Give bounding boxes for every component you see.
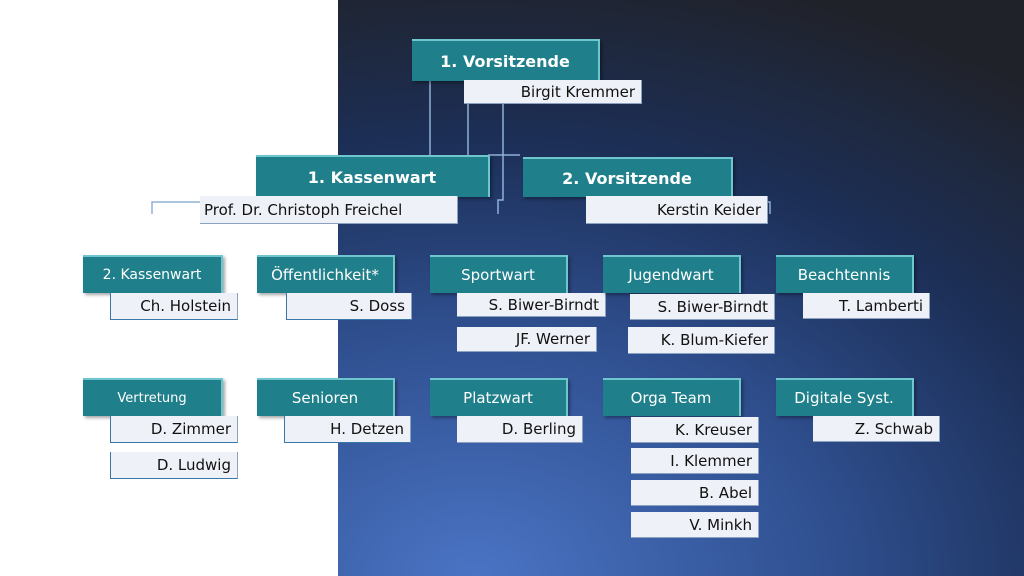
role-1-vorsitzende: 1. Vorsitzende xyxy=(412,39,600,81)
person-z-schwab: Z. Schwab xyxy=(813,416,940,442)
connector-kassenwart-left xyxy=(151,201,200,214)
person-d-berling: D. Berling xyxy=(457,416,583,443)
role-beachtennis: Beachtennis xyxy=(776,255,914,293)
person-s-biwer-birndt-sport: S. Biwer-Birndt xyxy=(457,293,606,317)
person-k-blum-kiefer: K. Blum-Kiefer xyxy=(628,327,775,354)
person-t-lamberti: T. Lamberti xyxy=(803,293,930,319)
role-vertretung: Vertretung xyxy=(83,378,223,416)
person-i-klemmer: I. Klemmer xyxy=(631,448,759,474)
person-kerstin-keider: Kerstin Keider xyxy=(586,196,768,224)
person-d-ludwig: D. Ludwig xyxy=(110,452,238,479)
role-oeffentlichkeit: Öffentlichkeit* xyxy=(257,255,395,293)
person-h-detzen: H. Detzen xyxy=(284,416,411,443)
role-digitale-syst: Digitale Syst. xyxy=(776,378,914,416)
role-2-kassenwart: 2. Kassenwart xyxy=(83,255,223,293)
role-sportwart: Sportwart xyxy=(430,255,568,293)
role-2-vorsitzende: 2. Vorsitzende xyxy=(523,157,733,197)
person-v-minkh: V. Minkh xyxy=(631,512,759,538)
person-k-kreuser: K. Kreuser xyxy=(631,417,759,443)
role-senioren: Senioren xyxy=(257,378,395,416)
person-d-zimmer: D. Zimmer xyxy=(110,416,238,443)
person-s-biwer-birndt-jugend: S. Biwer-Birndt xyxy=(630,294,775,320)
person-jf-werner: JF. Werner xyxy=(457,327,597,352)
person-b-abel: B. Abel xyxy=(631,480,759,506)
role-platzwart: Platzwart xyxy=(430,378,568,416)
person-ch-holstein: Ch. Holstein xyxy=(110,293,238,320)
role-1-kassenwart: 1. Kassenwart xyxy=(256,155,490,197)
role-jugendwart: Jugendwart xyxy=(603,255,741,293)
person-birgit-kremmer: Birgit Kremmer xyxy=(464,80,642,104)
role-orga-team: Orga Team xyxy=(603,378,741,416)
person-s-doss: S. Doss xyxy=(286,293,412,320)
person-christoph-freichel: Prof. Dr. Christoph Freichel xyxy=(200,196,458,224)
